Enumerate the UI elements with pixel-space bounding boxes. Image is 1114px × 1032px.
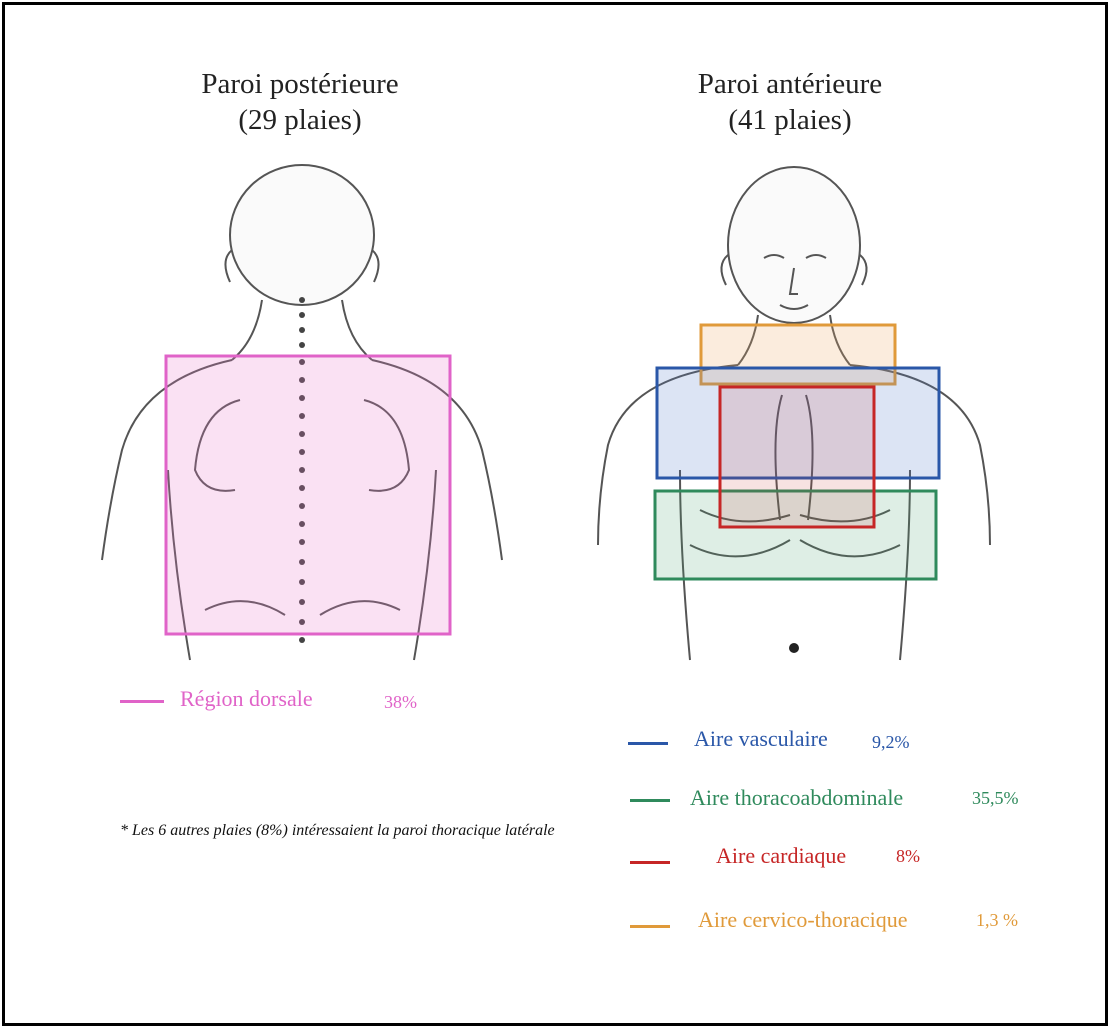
legend-label-cardiac: Aire cardiaque — [716, 843, 846, 869]
legend-label-thoracoabdominal: Aire thoracoabdominale — [690, 785, 903, 811]
footnote: * Les 6 autres plaies (8%) intéressaient… — [120, 822, 555, 840]
legend-value-vascular: 9,2% — [872, 732, 910, 753]
legend-swatch-vascular — [628, 742, 668, 745]
dorsal-region-box — [166, 356, 450, 634]
legend-swatch-cardiac — [630, 861, 670, 864]
legend-swatch-cervico-thoracic — [630, 925, 670, 928]
legend-value-cervico-thoracic: 1,3 % — [976, 910, 1018, 931]
legend-value-cardiac: 8% — [896, 846, 920, 867]
legend-label-vascular: Aire vasculaire — [694, 726, 828, 752]
cardiac-area-box — [720, 387, 874, 527]
legend-swatch-thoracoabdominal — [630, 799, 670, 802]
legend-label-dorsal: Région dorsale — [180, 686, 313, 712]
legend-value-thoracoabdominal: 35,5% — [972, 788, 1019, 809]
legend-label-cervico-thoracic: Aire cervico-thoracique — [698, 907, 908, 933]
legend-value-dorsal: 38% — [384, 692, 417, 713]
navel-illustration — [789, 643, 799, 653]
legend-swatch-dorsal — [120, 700, 164, 703]
